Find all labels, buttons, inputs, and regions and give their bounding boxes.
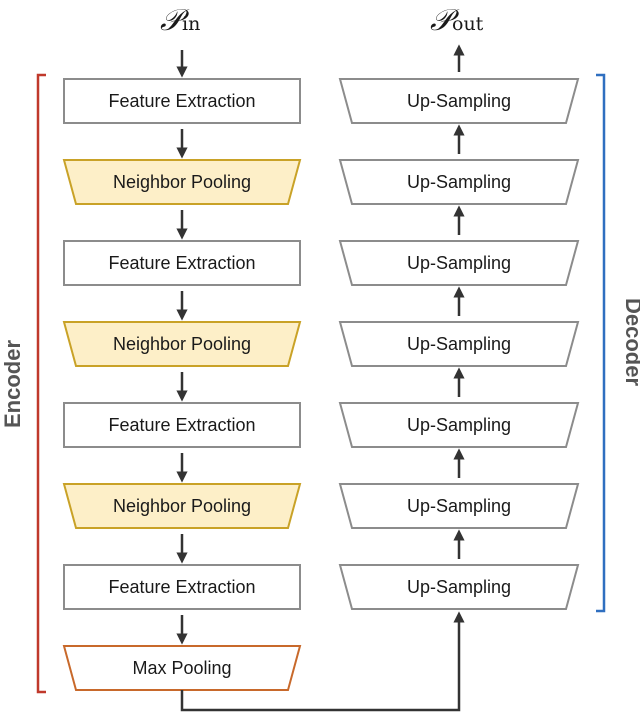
decoder-block-3: Up-Sampling bbox=[338, 240, 580, 286]
encoder-block-label: Max Pooling bbox=[132, 658, 231, 678]
encoder-block-5: Feature Extraction bbox=[63, 402, 301, 448]
decoder-block-5: Up-Sampling bbox=[338, 402, 580, 448]
decoder-block-4: Up-Sampling bbox=[338, 321, 580, 367]
encoder-label: Encoder bbox=[0, 340, 25, 428]
encoder-block-shape bbox=[62, 483, 302, 529]
encoder-block-shape bbox=[62, 159, 302, 205]
encoder-block-1: Feature Extraction bbox=[63, 78, 301, 124]
encoder-block-label: Neighbor Pooling bbox=[113, 172, 251, 192]
decoder-block-shape bbox=[338, 321, 580, 367]
decoder-block-label: Up-Sampling bbox=[407, 91, 511, 111]
decoder-block-label: Up-Sampling bbox=[407, 172, 511, 192]
encoder-block-label: Feature Extraction bbox=[108, 415, 255, 435]
decoder-block-shape bbox=[338, 159, 580, 205]
decoder-block-shape bbox=[338, 483, 580, 529]
decoder-block-shape bbox=[338, 564, 580, 610]
decoder-bracket bbox=[596, 73, 606, 613]
decoder-block-label: Up-Sampling bbox=[407, 577, 511, 597]
decoder-block-shape bbox=[338, 402, 580, 448]
encoder-block-shape bbox=[62, 321, 302, 367]
encoder-block-shape bbox=[63, 402, 301, 448]
p-out-label: 𝒫 out bbox=[430, 3, 484, 38]
decoder-column: Up-SamplingUp-SamplingUp-SamplingUp-Samp… bbox=[338, 78, 580, 610]
encoder-block-2: Neighbor Pooling bbox=[62, 159, 302, 205]
decoder-block-label: Up-Sampling bbox=[407, 496, 511, 516]
encoder-block-label: Feature Extraction bbox=[108, 91, 255, 111]
encoder-block-label: Neighbor Pooling bbox=[113, 334, 251, 354]
p-out-subscript: out bbox=[452, 13, 484, 35]
encoder-block-8: Max Pooling bbox=[62, 645, 302, 691]
decoder-block-label: Up-Sampling bbox=[407, 415, 511, 435]
encoder-block-6: Neighbor Pooling bbox=[62, 483, 302, 529]
decoder-block-7: Up-Sampling bbox=[338, 564, 580, 610]
encoder-block-shape bbox=[63, 240, 301, 286]
decoder-label: Decoder bbox=[621, 298, 640, 386]
encoder-block-shape bbox=[63, 564, 301, 610]
decoder-block-label: Up-Sampling bbox=[407, 253, 511, 273]
encoder-block-7: Feature Extraction bbox=[63, 564, 301, 610]
encoder-block-4: Neighbor Pooling bbox=[62, 321, 302, 367]
encoder-bracket bbox=[36, 73, 46, 694]
encoder-block-label: Feature Extraction bbox=[108, 253, 255, 273]
decoder-block-1: Up-Sampling bbox=[338, 78, 580, 124]
bottleneck-connector bbox=[180, 611, 465, 712]
arrows bbox=[176, 44, 465, 712]
encoder-block-label: Feature Extraction bbox=[108, 577, 255, 597]
p-in-label: 𝒫 in bbox=[160, 3, 200, 38]
encoder-block-shape bbox=[62, 645, 302, 691]
decoder-block-6: Up-Sampling bbox=[338, 483, 580, 529]
decoder-block-shape bbox=[338, 78, 580, 124]
p-in-subscript: in bbox=[182, 13, 200, 35]
decoder-block-label: Up-Sampling bbox=[407, 334, 511, 354]
encoder-block-label: Neighbor Pooling bbox=[113, 496, 251, 516]
decoder-block-shape bbox=[338, 240, 580, 286]
encoder-block-3: Feature Extraction bbox=[63, 240, 301, 286]
encoder-block-shape bbox=[63, 78, 301, 124]
decoder-block-2: Up-Sampling bbox=[338, 159, 580, 205]
